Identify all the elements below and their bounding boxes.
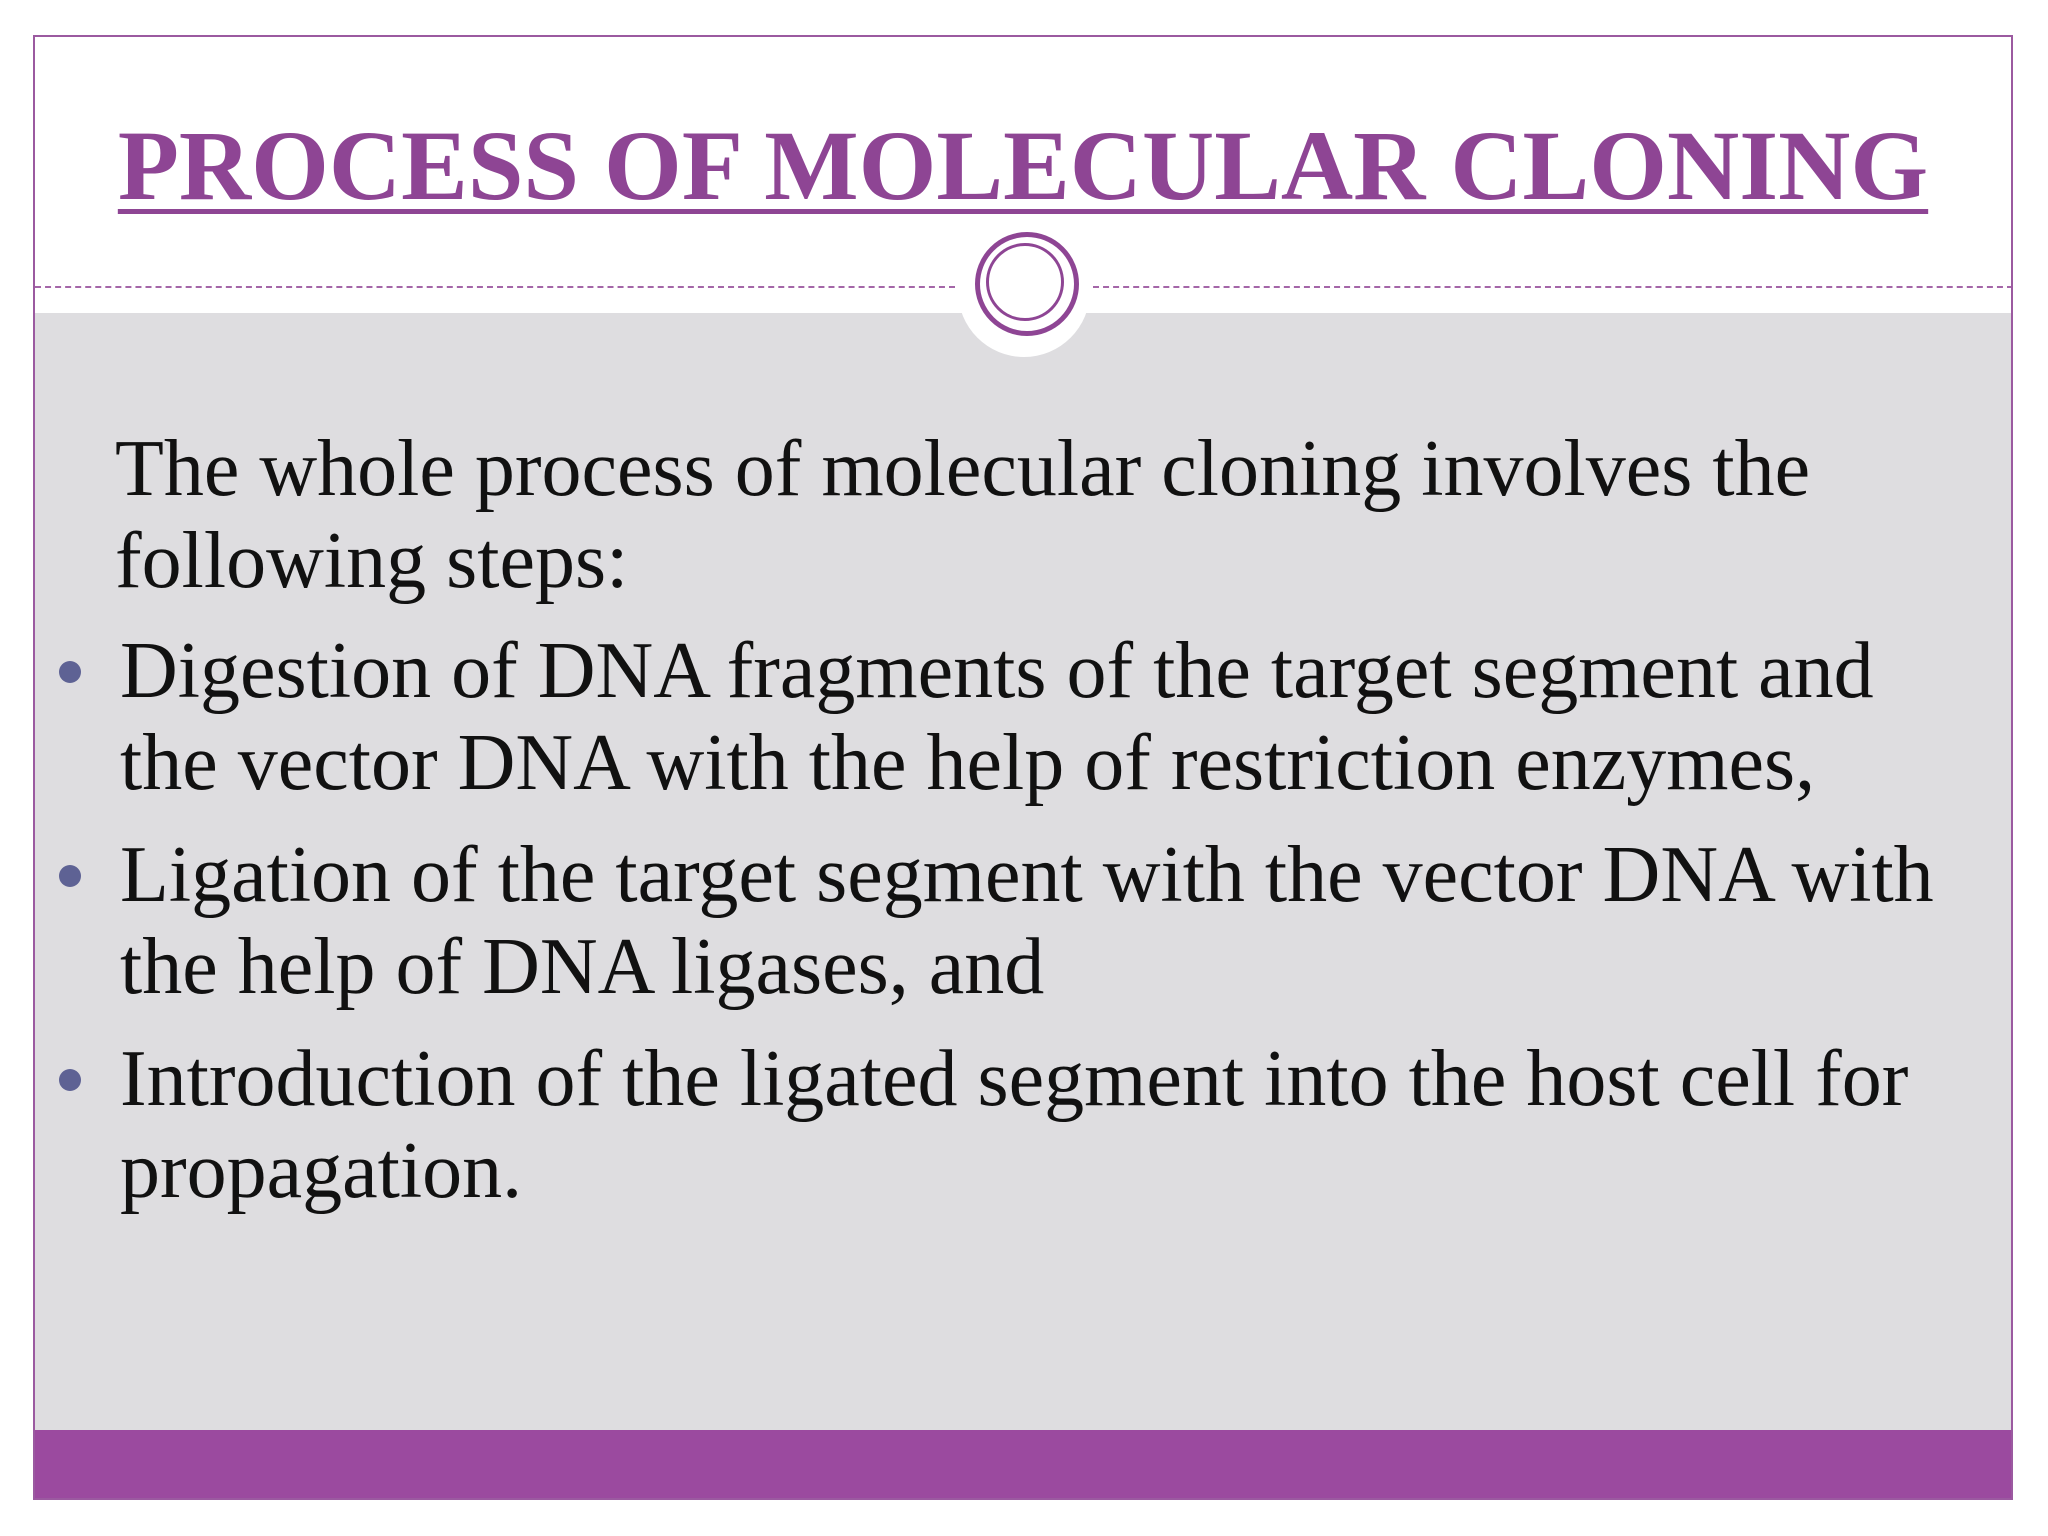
bullet-text: Digestion of DNA fragments of the target… xyxy=(120,627,1874,807)
divider-line-right xyxy=(1093,286,2011,288)
circle-ornament-inner-ring xyxy=(986,243,1064,321)
slide-content: The whole process of molecular cloning i… xyxy=(35,313,2011,1430)
slide: PROCESS OF MOLECULAR CLONING The whole p… xyxy=(33,35,2013,1500)
circle-ornament-icon xyxy=(975,232,1079,336)
bullet-dot-icon xyxy=(59,661,81,683)
list-item: Digestion of DNA fragments of the target… xyxy=(35,625,1980,809)
divider-line-left xyxy=(35,286,955,288)
bullet-dot-icon xyxy=(59,1069,81,1091)
intro-paragraph: The whole process of molecular cloning i… xyxy=(115,425,1811,605)
list-item: Introduction of the ligated segment into… xyxy=(35,1033,1980,1217)
slide-title: PROCESS OF MOLECULAR CLONING xyxy=(117,110,1929,221)
bullet-list: Digestion of DNA fragments of the target… xyxy=(35,625,2011,1237)
bullet-dot-icon xyxy=(59,865,81,887)
footer-bar xyxy=(35,1430,2011,1498)
bullet-text: Introduction of the ligated segment into… xyxy=(120,1035,1909,1215)
bullet-text: Ligation of the target segment with the … xyxy=(120,831,1934,1011)
list-item: Ligation of the target segment with the … xyxy=(35,829,1980,1013)
